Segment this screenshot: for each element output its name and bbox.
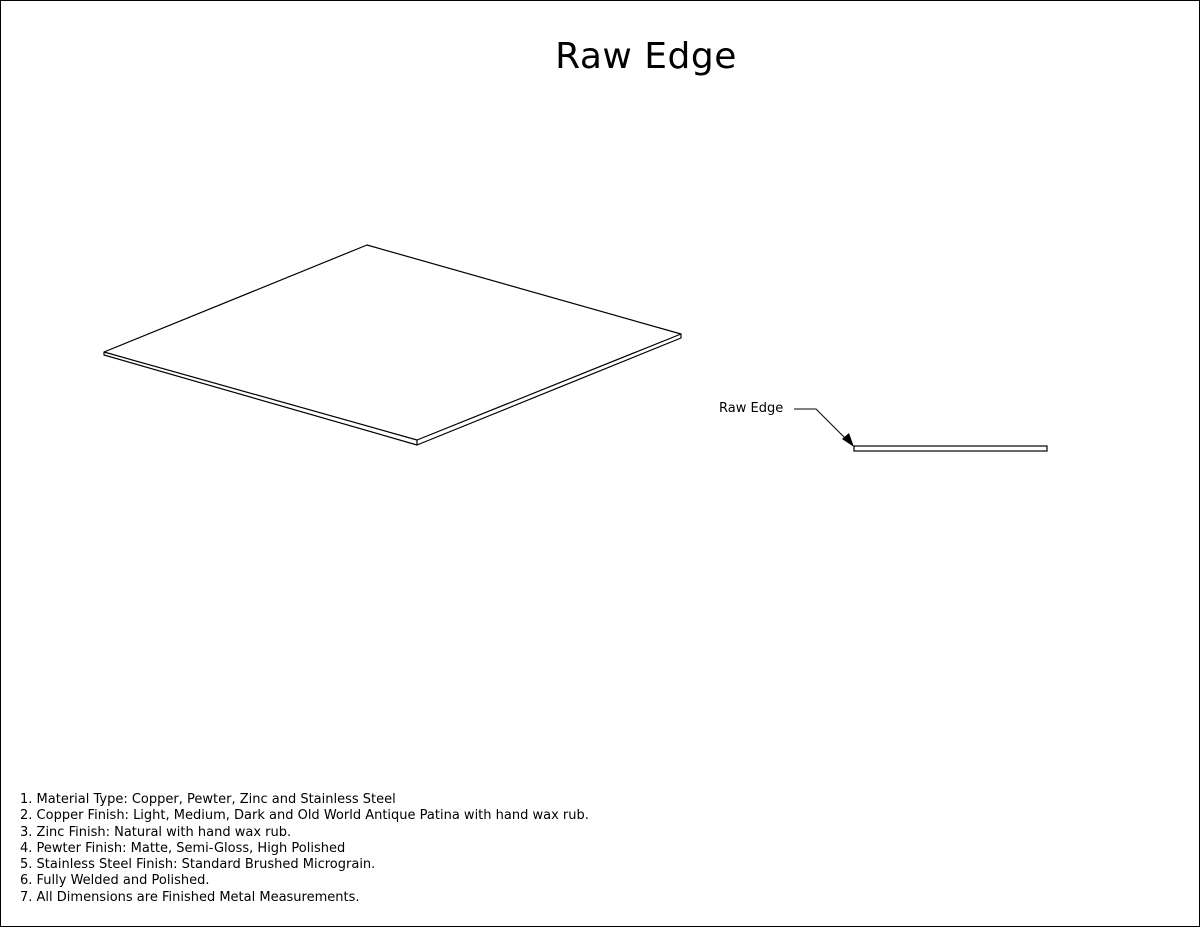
callout-leader xyxy=(794,408,849,442)
plate-top-face xyxy=(103,244,682,441)
edge-profile xyxy=(853,445,1048,452)
note-item: 2. Copper Finish: Light, Medium, Dark an… xyxy=(20,808,589,824)
note-item: 5. Stainless Steel Finish: Standard Brus… xyxy=(20,857,376,873)
note-item: 7. All Dimensions are Finished Metal Mea… xyxy=(20,889,360,905)
note-item: 4. Pewter Finish: Matte, Semi-Gloss, Hig… xyxy=(20,840,346,856)
note-item: 6. Fully Welded and Polished. xyxy=(20,873,210,889)
callout-label: Raw Edge xyxy=(719,401,784,416)
notes-list: 1. Material Type: Copper, Pewter, Zinc a… xyxy=(20,792,589,906)
note-item: 3. Zinc Finish: Natural with hand wax ru… xyxy=(20,824,292,840)
plate-right-thickness xyxy=(416,334,682,446)
leader-arrowhead xyxy=(842,433,854,447)
drawing-title: Raw Edge xyxy=(555,36,737,77)
isometric-plate xyxy=(103,244,682,446)
edge-profile-bar xyxy=(853,445,1048,452)
note-item: 1. Material Type: Copper, Pewter, Zinc a… xyxy=(20,792,396,807)
plate-left-thickness xyxy=(103,352,418,446)
